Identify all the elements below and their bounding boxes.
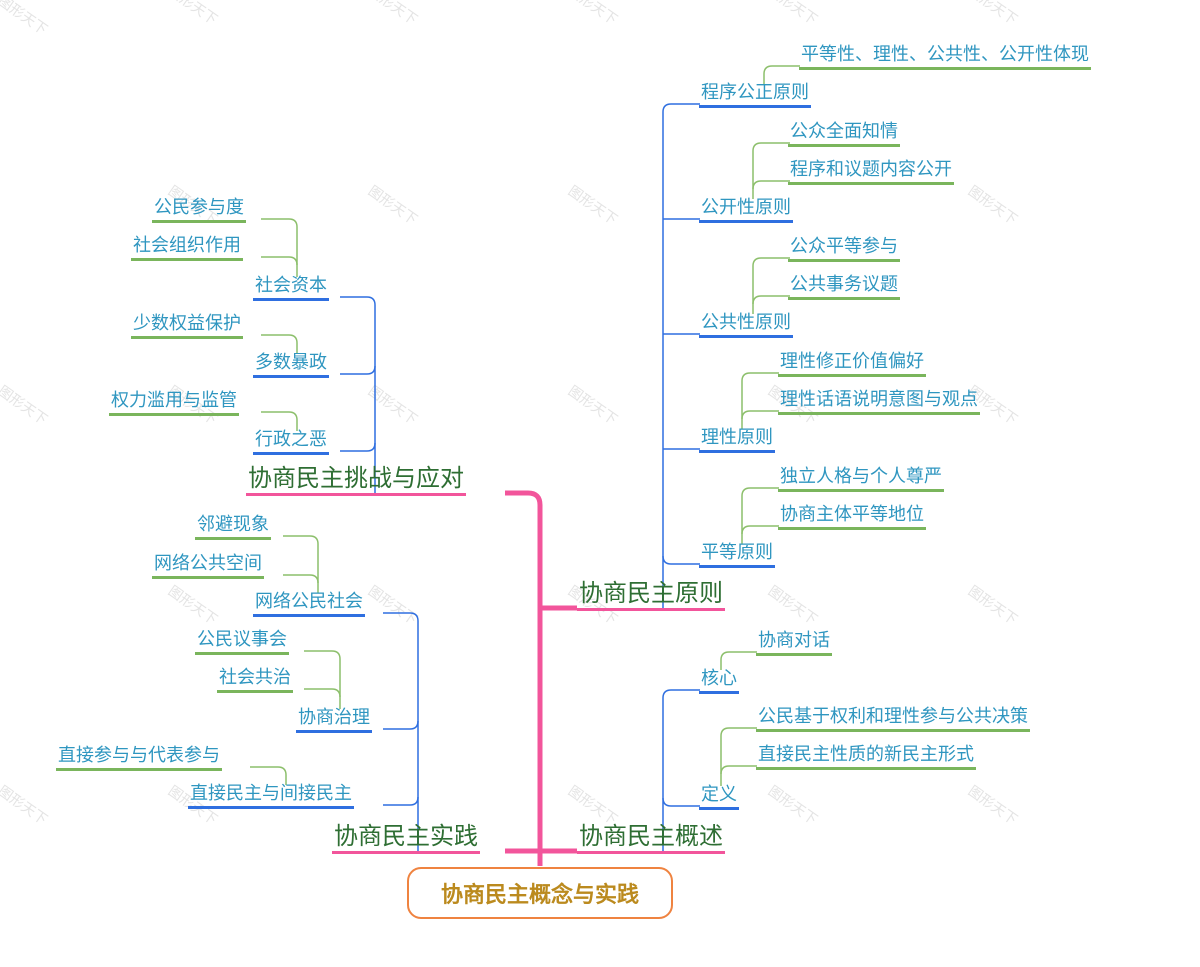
watermark: 图形天下 — [964, 0, 1020, 29]
watermark: 图形天下 — [0, 383, 50, 429]
leaf-node[interactable]: 直接参与与代表参与 — [56, 747, 222, 771]
leaf-node[interactable]: 公民议事会 — [195, 631, 289, 655]
watermark: 图形天下 — [164, 0, 220, 29]
node-procedural-justice[interactable]: 程序公正原则 — [699, 84, 811, 108]
leaf-node[interactable]: 直接民主性质的新民主形式 — [756, 746, 976, 770]
watermark: 图形天下 — [364, 183, 420, 229]
node-direct-indirect-democracy[interactable]: 直接民主与间接民主 — [188, 785, 354, 809]
branch-challenges[interactable]: 协商民主挑战与应对 — [246, 466, 466, 496]
watermark: 图形天下 — [0, 783, 50, 829]
watermark: 图形天下 — [364, 0, 420, 29]
watermark: 图形天下 — [0, 0, 50, 39]
node-administrative-evil[interactable]: 行政之恶 — [253, 431, 329, 455]
leaf-node[interactable]: 少数权益保护 — [131, 315, 243, 339]
leaf-node[interactable]: 程序和议题内容公开 — [788, 161, 954, 185]
leaf-node[interactable]: 权力滥用与监管 — [109, 392, 239, 416]
watermark: 图形天下 — [764, 583, 820, 629]
watermark: 图形天下 — [364, 583, 420, 629]
watermark: 图形天下 — [764, 783, 820, 829]
node-majority-tyranny[interactable]: 多数暴政 — [253, 354, 329, 378]
watermark: 图形天下 — [764, 0, 820, 29]
leaf-node[interactable]: 公众全面知情 — [788, 123, 900, 147]
watermark: 图形天下 — [964, 183, 1020, 229]
leaf-node[interactable]: 独立人格与个人尊严 — [778, 468, 944, 492]
leaf-node[interactable]: 社会共治 — [217, 669, 293, 693]
watermark: 图形天下 — [964, 783, 1020, 829]
node-online-civil-society[interactable]: 网络公民社会 — [253, 593, 365, 617]
watermark: 图形天下 — [564, 183, 620, 229]
branch-practice[interactable]: 协商民主实践 — [332, 824, 480, 854]
leaf-node[interactable]: 公众平等参与 — [788, 238, 900, 262]
watermark: 图形天下 — [364, 383, 420, 429]
node-core[interactable]: 核心 — [699, 670, 739, 694]
branch-principles[interactable]: 协商民主原则 — [577, 581, 725, 611]
leaf-node[interactable]: 邻避现象 — [195, 516, 271, 540]
node-deliberative-governance[interactable]: 协商治理 — [296, 709, 372, 733]
branch-overview[interactable]: 协商民主概述 — [577, 824, 725, 854]
root-node[interactable]: 协商民主概念与实践 — [407, 867, 673, 919]
node-social-capital[interactable]: 社会资本 — [253, 277, 329, 301]
leaf-node[interactable]: 理性话语说明意图与观点 — [778, 391, 980, 415]
node-rationality[interactable]: 理性原则 — [699, 429, 775, 453]
leaf-node[interactable]: 平等性、理性、公共性、公开性体现 — [799, 46, 1091, 70]
watermark: 图形天下 — [164, 583, 220, 629]
leaf-node[interactable]: 公民参与度 — [152, 199, 246, 223]
leaf-node[interactable]: 社会组织作用 — [131, 237, 243, 261]
node-publicness[interactable]: 公共性原则 — [699, 314, 793, 338]
leaf-node[interactable]: 协商对话 — [756, 632, 832, 656]
node-openness[interactable]: 公开性原则 — [699, 199, 793, 223]
node-definition[interactable]: 定义 — [699, 786, 739, 810]
leaf-node[interactable]: 网络公共空间 — [152, 555, 264, 579]
leaf-node[interactable]: 理性修正价值偏好 — [778, 353, 926, 377]
watermark: 图形天下 — [564, 383, 620, 429]
leaf-node[interactable]: 公民基于权利和理性参与公共决策 — [756, 708, 1030, 732]
node-equality[interactable]: 平等原则 — [699, 544, 775, 568]
leaf-node[interactable]: 协商主体平等地位 — [778, 506, 926, 530]
root-label: 协商民主概念与实践 — [440, 883, 639, 908]
watermark: 图形天下 — [964, 583, 1020, 629]
watermark: 图形天下 — [564, 0, 620, 29]
leaf-node[interactable]: 公共事务议题 — [788, 276, 900, 300]
